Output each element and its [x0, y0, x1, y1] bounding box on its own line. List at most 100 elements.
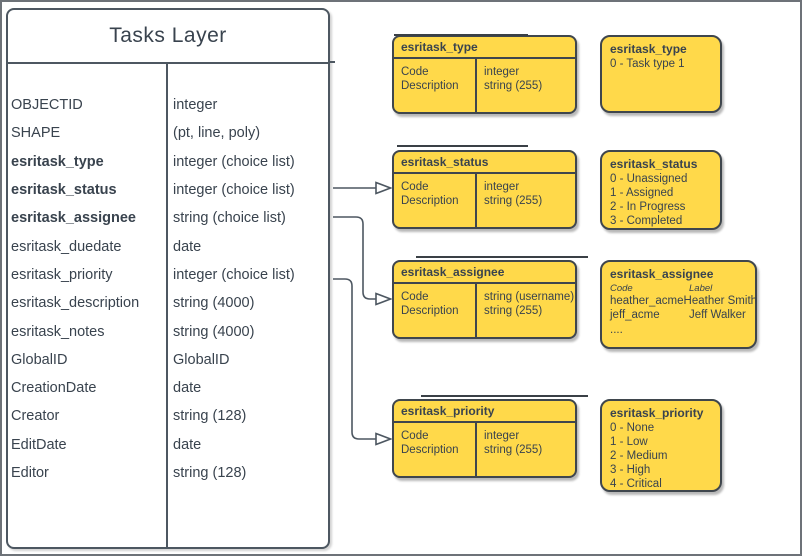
- field-box-type: integer: [484, 430, 520, 442]
- lookup-column-code: Code: [610, 283, 633, 294]
- field-type: integer: [173, 97, 218, 114]
- field-box-name: Code: [401, 430, 429, 442]
- field-box-name: Description: [401, 304, 459, 317]
- lookup-box-esritask-type: esritask_type 0 - Task type 1: [600, 35, 722, 113]
- lookup-value: 0 - Task type 1: [610, 58, 685, 70]
- lookup-value: 0 - Unassigned: [610, 173, 688, 185]
- field-box-title: esritask_priority: [394, 401, 575, 423]
- field-name: esritask_notes: [11, 323, 105, 340]
- field-type: string (128): [173, 408, 247, 425]
- lookup-values: 0 - Task type 1: [610, 57, 712, 71]
- field-name: CreationDate: [11, 380, 97, 397]
- field-box-name: Code: [401, 181, 429, 193]
- field-box-name: Description: [401, 443, 459, 456]
- lookup-value: 4 - Critical: [610, 478, 662, 490]
- arrowhead-assignee-icon: [375, 292, 393, 306]
- field-box-divider: [475, 284, 477, 339]
- field-type: string (4000): [173, 295, 255, 312]
- lookup-label: Jeff Walker: [689, 308, 746, 321]
- field-type: GlobalID: [173, 351, 230, 368]
- lookup-code: heather_acme: [610, 295, 684, 307]
- lookup-column-label: Label: [689, 283, 713, 294]
- field-box-divider: [475, 59, 477, 114]
- field-type: string (128): [173, 465, 247, 481]
- lookup-title: esritask_status: [610, 157, 698, 171]
- table-row: esritask_notes string (4000): [8, 317, 328, 345]
- connector-assignee: [333, 216, 376, 300]
- field-box-name: Description: [401, 194, 459, 207]
- arrowhead-priority-icon: [375, 432, 393, 446]
- field-box-name: Code: [401, 66, 429, 78]
- field-type: date: [173, 238, 202, 255]
- field-name: SHAPE: [11, 125, 61, 142]
- field-name: esritask_priority: [11, 266, 113, 283]
- field-name: EditDate: [11, 436, 67, 453]
- field-type: integer (choice list): [173, 266, 295, 283]
- lookup-values: 0 - Unassigned 1 - Assigned 2 - In Progres…: [610, 172, 712, 228]
- field-name: esritask_status: [11, 182, 117, 199]
- lookup-value: 1 - Assigned: [610, 187, 674, 199]
- lookup-title: esritask_priority: [610, 406, 704, 420]
- field-name: esritask_duedate: [11, 238, 122, 255]
- table-row: CreationDate date: [8, 374, 328, 402]
- field-box-title: esritask_type: [394, 37, 575, 59]
- field-box-type: string (255): [484, 304, 543, 317]
- field-box-type: string (255): [484, 79, 543, 92]
- field-box-types: string (username)string (255): [484, 291, 574, 318]
- field-box-type: integer: [484, 181, 520, 193]
- field-type: date: [173, 380, 202, 397]
- column-divider: [166, 64, 168, 547]
- lookup-value: 3 - Completed: [610, 215, 683, 227]
- field-name: OBJECTID: [11, 97, 83, 114]
- lookup-value: 2 - In Progress: [610, 201, 686, 213]
- field-box-name: Description: [401, 79, 459, 92]
- field-box-type: string (username): [484, 291, 575, 303]
- lookup-label: Heather Smith: [683, 295, 758, 307]
- table-row: esritask_priority integer (choice list): [8, 261, 328, 289]
- connector-priority: [333, 278, 376, 440]
- field-name: Creator: [11, 408, 60, 425]
- field-type: integer (choice list): [173, 182, 295, 199]
- field-name: Editor: [11, 465, 49, 481]
- field-type: string (4000): [173, 323, 255, 340]
- field-type: string (choice list): [173, 210, 286, 227]
- lookup-code: jeff_acme: [610, 308, 660, 321]
- arrowhead-status-icon: [375, 181, 393, 195]
- field-box-name: Code: [401, 291, 429, 303]
- table-row: OBJECTID integer: [8, 91, 328, 119]
- table-row: Creator string (128): [8, 402, 328, 430]
- table-row: Editor string (128): [8, 459, 328, 487]
- lookup-row: jeff_acme Jeff Walker: [610, 309, 747, 323]
- field-type: integer (choice list): [173, 153, 295, 170]
- field-box-type: string (255): [484, 194, 543, 207]
- table-row: SHAPE(pt, line, poly): [8, 119, 328, 147]
- table-row: esritask_status integer (choice list): [8, 176, 328, 204]
- lookup-column-headers: Code Label: [610, 282, 747, 295]
- field-box-type: integer: [484, 66, 520, 78]
- lookup-box-esritask-status: esritask_status 0 - Unassigned 1 - Assign…: [600, 150, 722, 230]
